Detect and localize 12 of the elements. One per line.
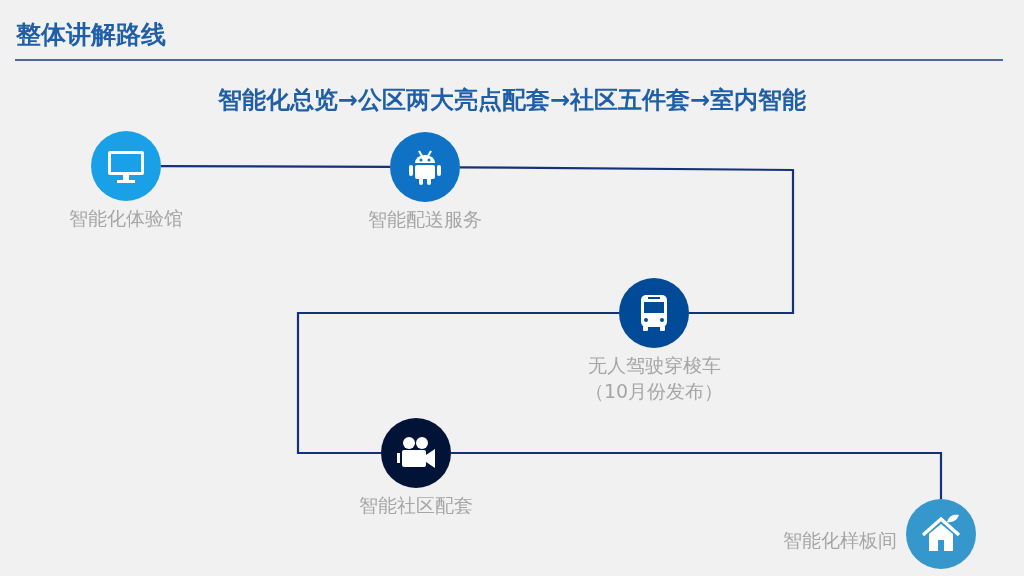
connector-line bbox=[296, 311, 619, 455]
node-caption: 智能化样板间 bbox=[783, 528, 897, 553]
node-caption: 智能配送服务 bbox=[367, 207, 483, 232]
node-caption: （10月份发布） bbox=[583, 379, 725, 404]
node-caption: 智能化体验馆 bbox=[68, 206, 184, 231]
connector-line bbox=[161, 165, 390, 168]
connector-line bbox=[460, 166, 795, 315]
node-caption: 无人驾驶穿梭车 bbox=[586, 353, 722, 378]
node-caption: 智能社区配套 bbox=[358, 493, 474, 518]
connector-line bbox=[451, 451, 943, 499]
route-summary: 智能化总览→公区两大亮点配套→社区五件套→室内智能 bbox=[216, 85, 808, 116]
page-title: 整体讲解路线 bbox=[16, 19, 166, 51]
